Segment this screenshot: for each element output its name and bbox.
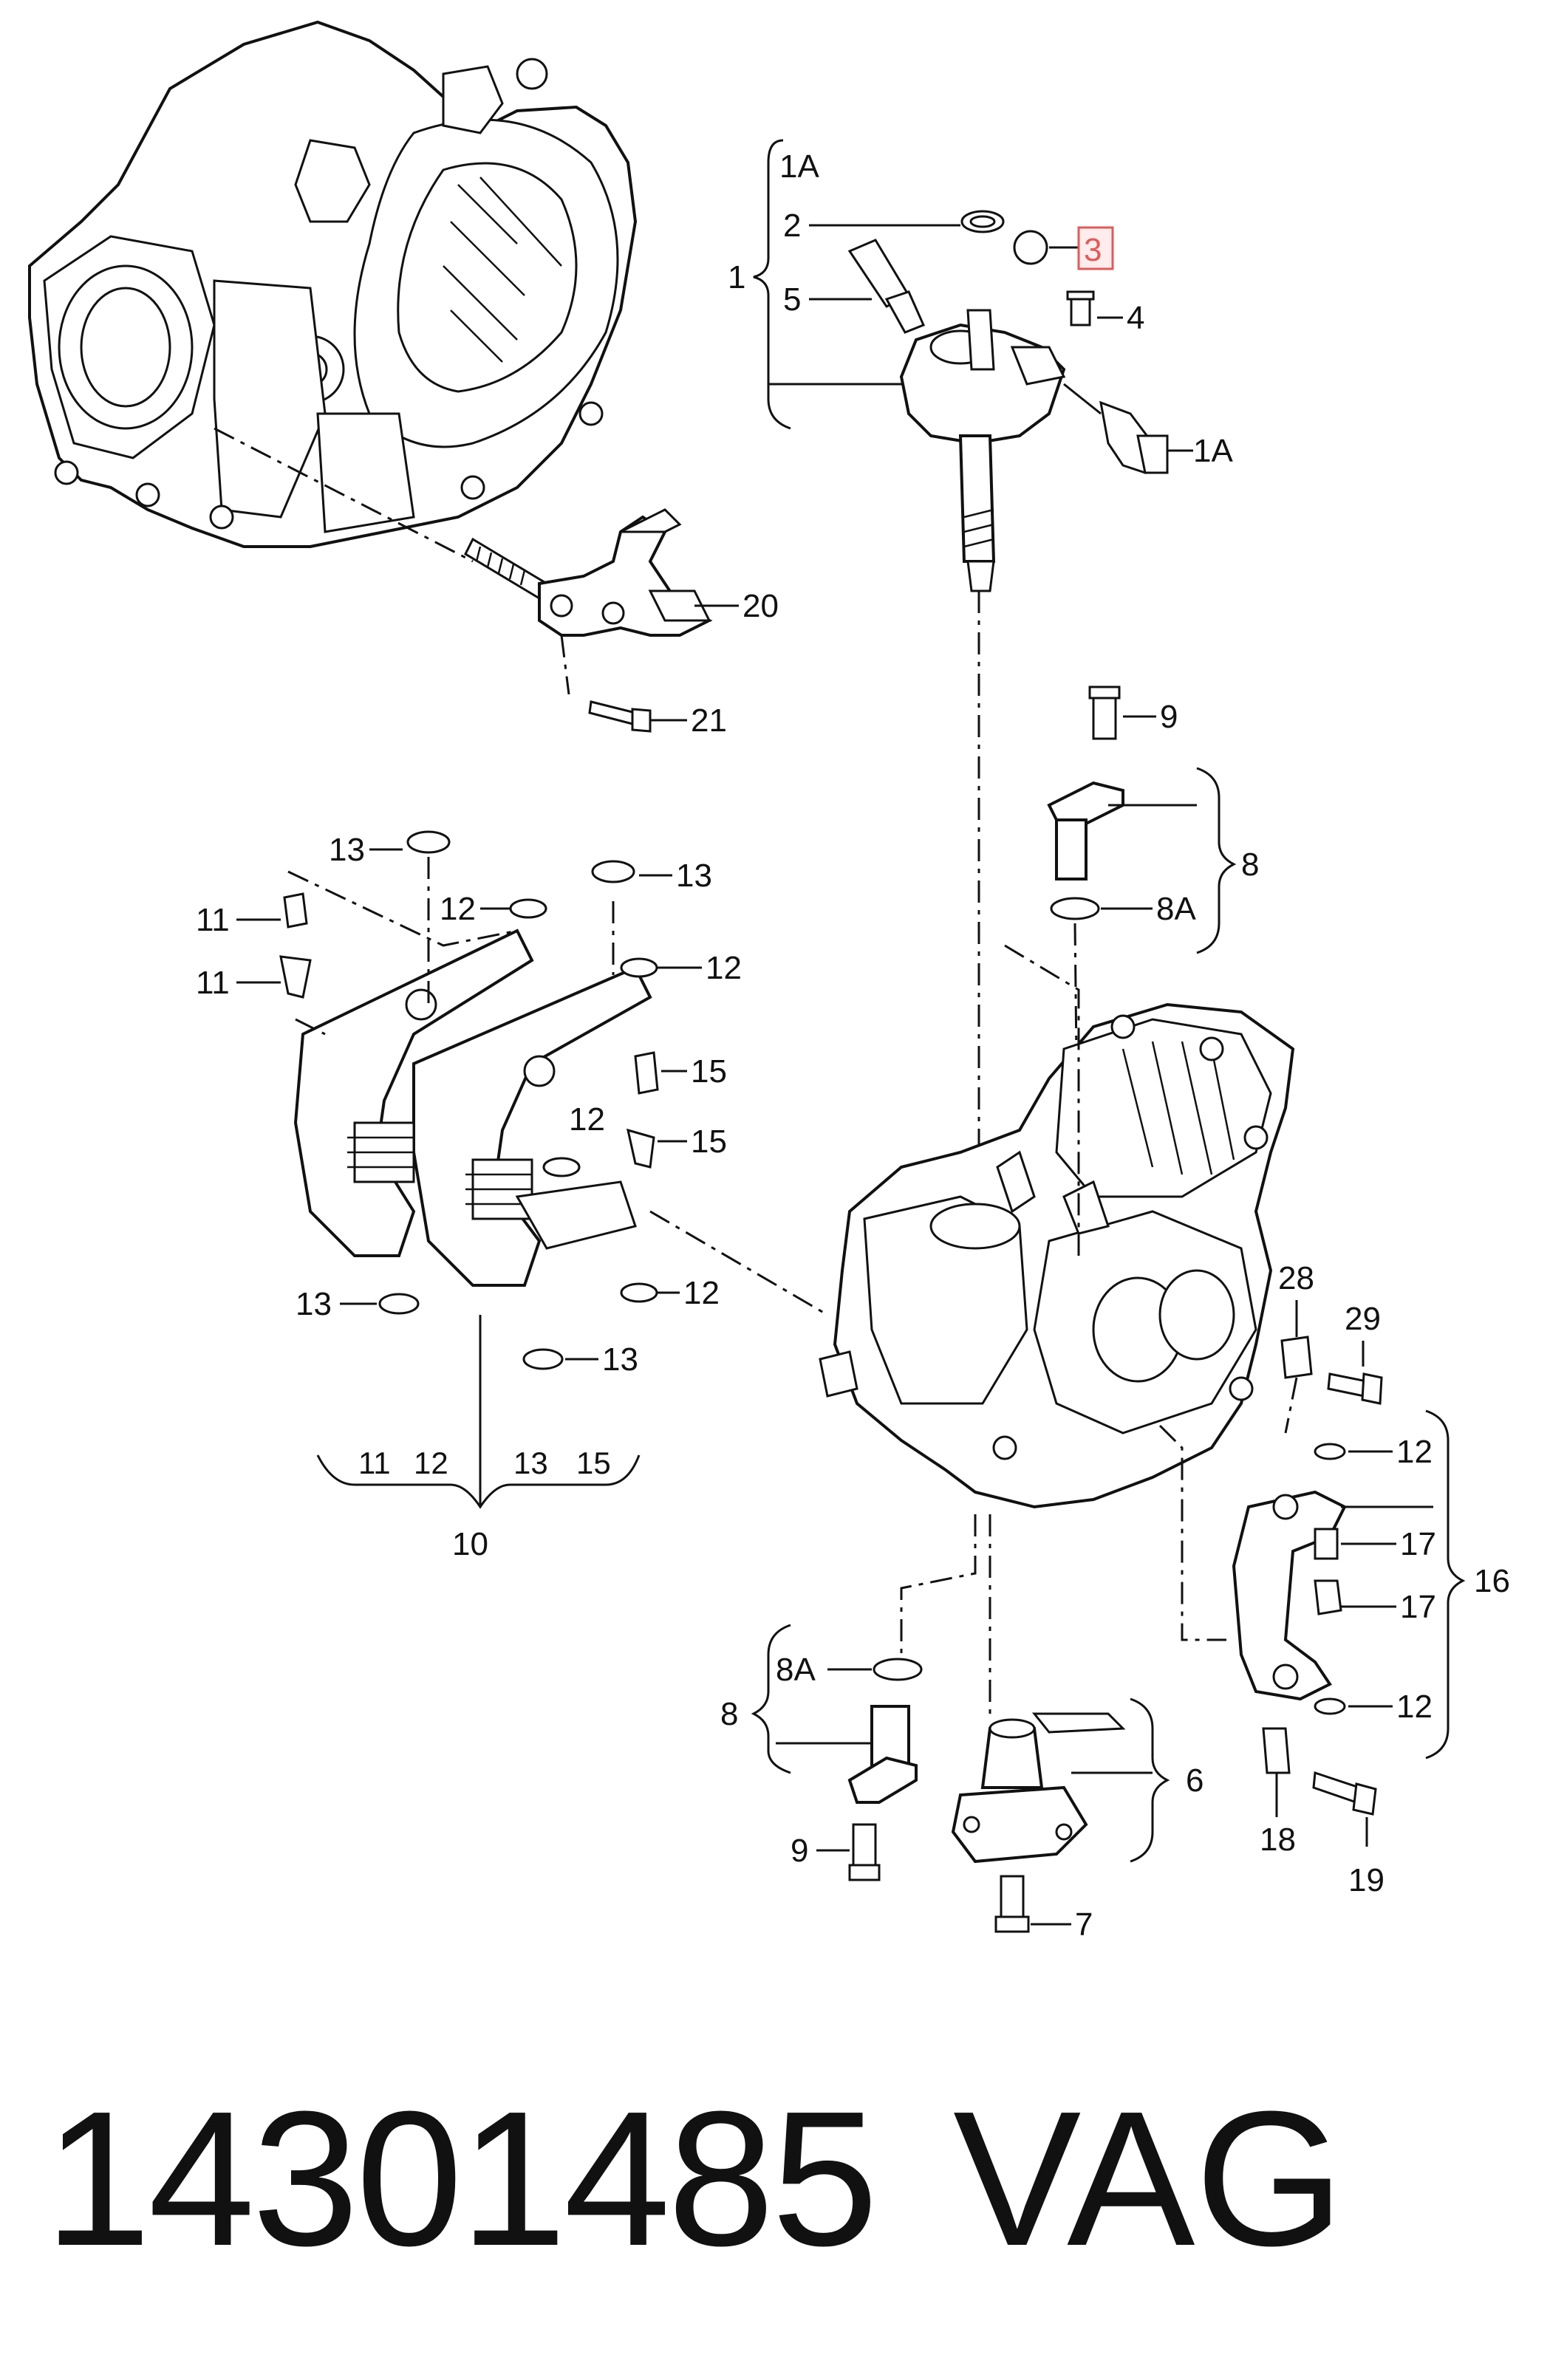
callout-5: 5 [783,281,801,318]
callout-11-a: 11 [196,902,230,938]
callout-1A-side: 1A [1193,433,1233,469]
gearbox-housing-top [28,20,638,548]
callout-15-b: 15 [691,1124,727,1160]
callout-13-c: 13 [296,1286,332,1322]
lever-8-top: 9 8 8A [1047,685,1259,1256]
shift-forks-10 [287,857,652,1287]
callout-4: 4 [1127,300,1144,336]
callout-6: 6 [1186,1762,1204,1799]
bracket-assembly-16: 28 29 12 17 17 16 12 18 19 [1232,1260,1510,1898]
callout-12-f: 12 [1396,1689,1433,1725]
callout-19: 19 [1348,1862,1385,1898]
callout-28: 28 [1278,1260,1314,1296]
callout-12-e: 12 [1396,1434,1433,1470]
footer: 14301485 VAG [0,2068,1550,2290]
callout-17-b: 17 [1400,1589,1436,1625]
callout-10: 10 [452,1526,488,1562]
shift-assembly-1: 1 1A 2 3 4 5 1A [728,139,1233,1256]
callout-21: 21 [691,702,727,739]
brand-label: VAG [953,2072,1345,2286]
callout-8-top: 8 [1241,847,1259,883]
part-number: 14301485 [44,2072,878,2286]
lever-8-bottom: 8A 8 9 [720,1624,923,1881]
callout-2: 2 [783,208,801,244]
callout-12-d: 12 [683,1275,720,1311]
callout-20: 20 [742,588,779,624]
callout-3: 3 [1084,232,1102,268]
selector-fork-20: 20 [214,427,779,637]
group-10-item-13: 13 [513,1446,548,1480]
bolt-21: 21 [560,635,727,739]
callout-12-a: 12 [440,891,476,927]
exploded-parts-diagram: 20 21 1 1A 2 3 4 5 [28,20,1510,1943]
group-10-item-11: 11 [358,1446,391,1480]
callout-12-c: 12 [569,1101,605,1138]
callout-8A-bot: 8A [776,1652,816,1688]
callout-13-d: 13 [602,1341,638,1378]
callout-8-bot: 8 [720,1696,738,1732]
callout-18: 18 [1260,1822,1296,1858]
gearbox-housing-main [649,944,1295,1714]
callout-9-bot: 9 [791,1833,808,1869]
group-10-item-12: 12 [414,1446,448,1480]
callout-13-b: 13 [676,858,712,894]
fork-small-parts: 13 13 12 12 11 11 15 15 12 12 13 13 1 [196,830,742,1562]
callout-29: 29 [1345,1301,1381,1337]
callout-7: 7 [1075,1907,1093,1943]
callout-15-a: 15 [691,1053,727,1090]
callout-16: 16 [1474,1563,1510,1599]
callout-1: 1 [728,259,745,295]
group-10-item-15: 15 [576,1446,611,1480]
callout-12-b: 12 [706,950,742,986]
sleeve-6: 6 7 [951,1697,1204,1943]
callout-8A-top: 8A [1156,891,1196,927]
callout-17-a: 17 [1400,1526,1436,1562]
callout-9-top: 9 [1160,699,1178,735]
callout-13-a: 13 [329,832,365,868]
callout-1A-top: 1A [779,148,819,185]
highlight-box-3 [1077,226,1114,270]
callout-11-b: 11 [196,965,230,1001]
